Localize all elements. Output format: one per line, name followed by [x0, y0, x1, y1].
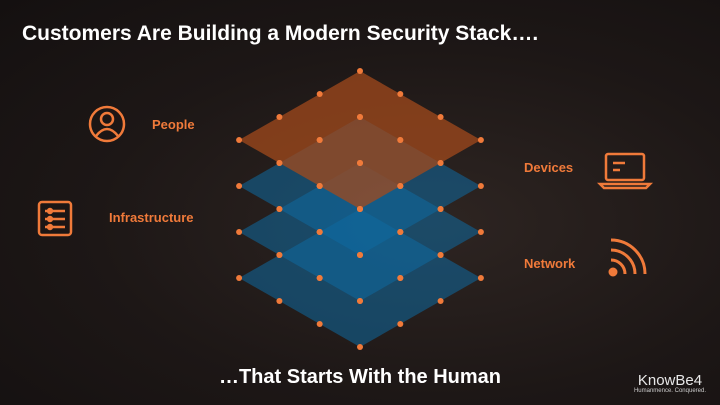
- grid-node: [316, 137, 323, 143]
- slide-subtitle: …That Starts With the Human: [218, 366, 502, 388]
- grid-node: [316, 321, 323, 327]
- rss-wifi-icon: [608, 238, 647, 277]
- grid-node: [477, 137, 484, 143]
- label-people: People: [152, 117, 195, 132]
- grid-node: [397, 183, 404, 189]
- grid-node: [236, 183, 243, 189]
- grid-node: [477, 275, 484, 281]
- stack-layer-top: [239, 71, 481, 209]
- grid-node: [316, 183, 323, 189]
- label-devices: Devices: [524, 160, 574, 175]
- grid-node: [316, 275, 323, 281]
- grid-node: [437, 252, 444, 258]
- grid-node: [437, 298, 444, 304]
- grid-node: [236, 137, 243, 143]
- grid-node: [236, 275, 243, 281]
- grid-node: [477, 183, 484, 189]
- grid-node: [276, 252, 283, 258]
- grid-node: [437, 160, 444, 166]
- grid-node: [236, 229, 243, 235]
- grid-node: [357, 252, 363, 258]
- user-circle-icon: [88, 105, 126, 143]
- list-settings-icon: [37, 200, 73, 237]
- logo-name: KnowBe4: [637, 372, 703, 389]
- grid-node: [357, 160, 363, 166]
- label-infrastructure: Infrastructure: [109, 210, 194, 225]
- grid-node: [276, 160, 283, 166]
- label-network: Network: [524, 256, 576, 271]
- grid-node: [357, 344, 363, 350]
- grid-node: [437, 114, 444, 120]
- grid-node: [397, 275, 404, 281]
- grid-node: [357, 206, 363, 212]
- grid-node: [477, 229, 484, 235]
- grid-node: [397, 321, 404, 327]
- grid-node: [276, 114, 283, 120]
- grid-node: [357, 68, 363, 74]
- grid-node: [316, 229, 323, 235]
- grid-node: [316, 91, 323, 97]
- knowbe4-logo: KnowBe4 Humanmence. Conquered.: [634, 372, 706, 394]
- logo-tagline: Humanmence. Conquered.: [633, 388, 706, 394]
- grid-node: [276, 206, 283, 212]
- slide-title: Customers Are Building a Modern Security…: [22, 22, 539, 45]
- laptop-icon: [596, 152, 654, 190]
- grid-node: [397, 137, 404, 143]
- grid-node: [357, 298, 363, 304]
- grid-node: [397, 229, 404, 235]
- grid-node: [276, 298, 283, 304]
- grid-node: [437, 206, 444, 212]
- grid-node: [357, 114, 363, 120]
- grid-node: [397, 91, 404, 97]
